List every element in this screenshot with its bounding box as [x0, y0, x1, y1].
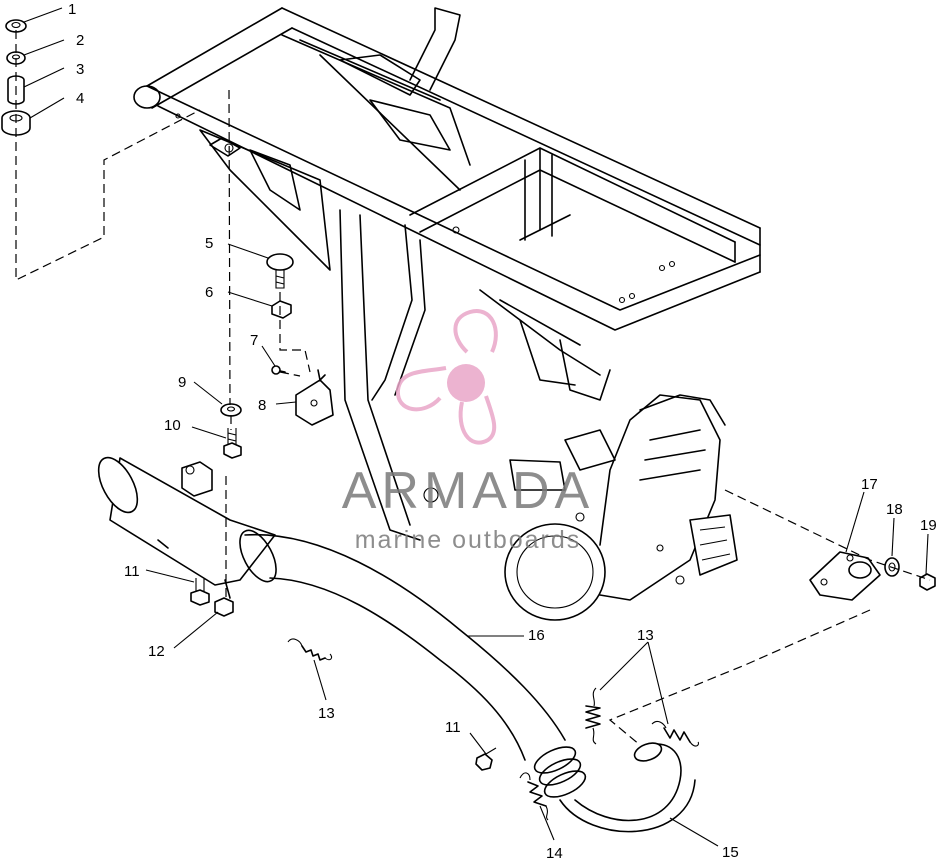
callout-10: 10: [164, 417, 181, 434]
callout-15: 15: [722, 844, 739, 861]
callout-18: 18: [886, 501, 903, 518]
callout-11-left: 11: [124, 563, 140, 580]
assembly-guide-lines: [15, 30, 931, 746]
watermark-tagline: marine outboards: [355, 526, 582, 554]
callout-19: 19: [920, 517, 937, 534]
callout-7: 7: [250, 332, 258, 349]
callout-4: 4: [76, 90, 84, 107]
callout-8: 8: [258, 397, 266, 414]
hardware-parts: [1, 19, 936, 821]
callout-11-lower: 11: [445, 719, 461, 736]
callout-5: 5: [205, 235, 213, 252]
callout-leaders: [23, 7, 929, 847]
callout-17: 17: [861, 476, 878, 493]
callout-1: 1: [68, 1, 76, 18]
callout-2: 2: [76, 32, 84, 49]
propeller-logo-icon: [395, 309, 498, 445]
callout-13-left: 13: [318, 705, 335, 722]
callout-3: 3: [76, 61, 84, 78]
watermark-brand: ARMADA: [342, 462, 594, 520]
callout-9: 9: [178, 374, 186, 391]
callout-numbers: 1 2 3 4 5 6 7 8 9 10 11 11 12 13 13 14 1…: [68, 1, 937, 862]
callout-16: 16: [528, 627, 545, 644]
armada-watermark: ARMADA marine outboards: [342, 309, 594, 554]
callout-12: 12: [148, 643, 165, 660]
muffler-and-exhaust-pipe: [97, 456, 696, 833]
callout-13-right: 13: [637, 627, 654, 644]
callout-6: 6: [205, 284, 213, 301]
vehicle-frame: [133, 7, 761, 541]
engine-assembly: [423, 394, 738, 621]
callout-14: 14: [546, 845, 563, 862]
